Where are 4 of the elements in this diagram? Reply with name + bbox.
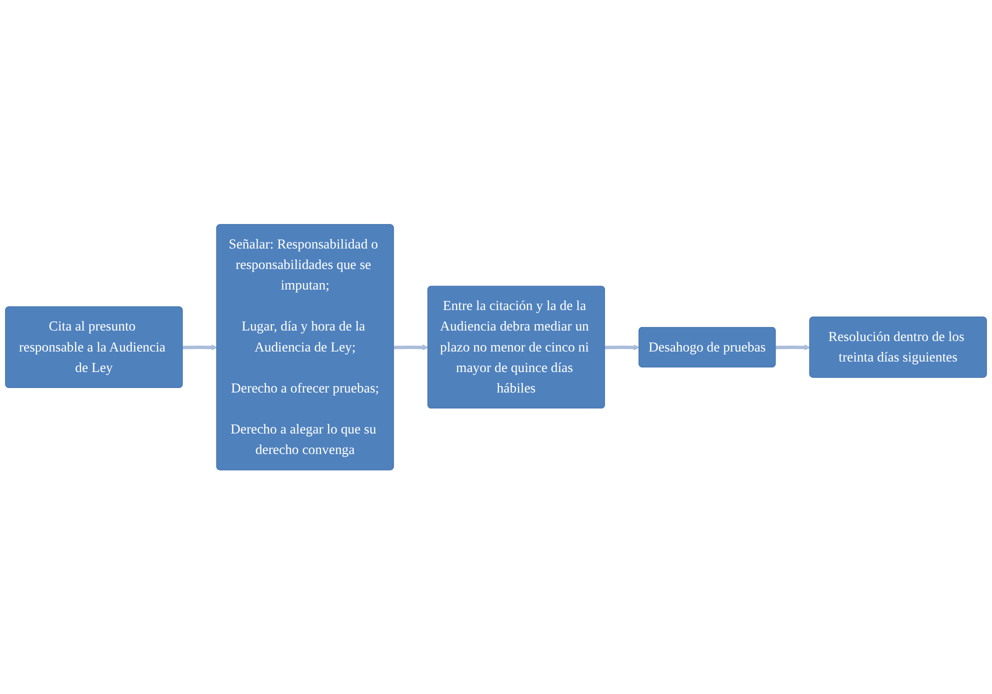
arrow (394, 344, 428, 350)
arrow (604, 344, 640, 350)
arrow (776, 344, 810, 350)
arrow (182, 344, 218, 350)
